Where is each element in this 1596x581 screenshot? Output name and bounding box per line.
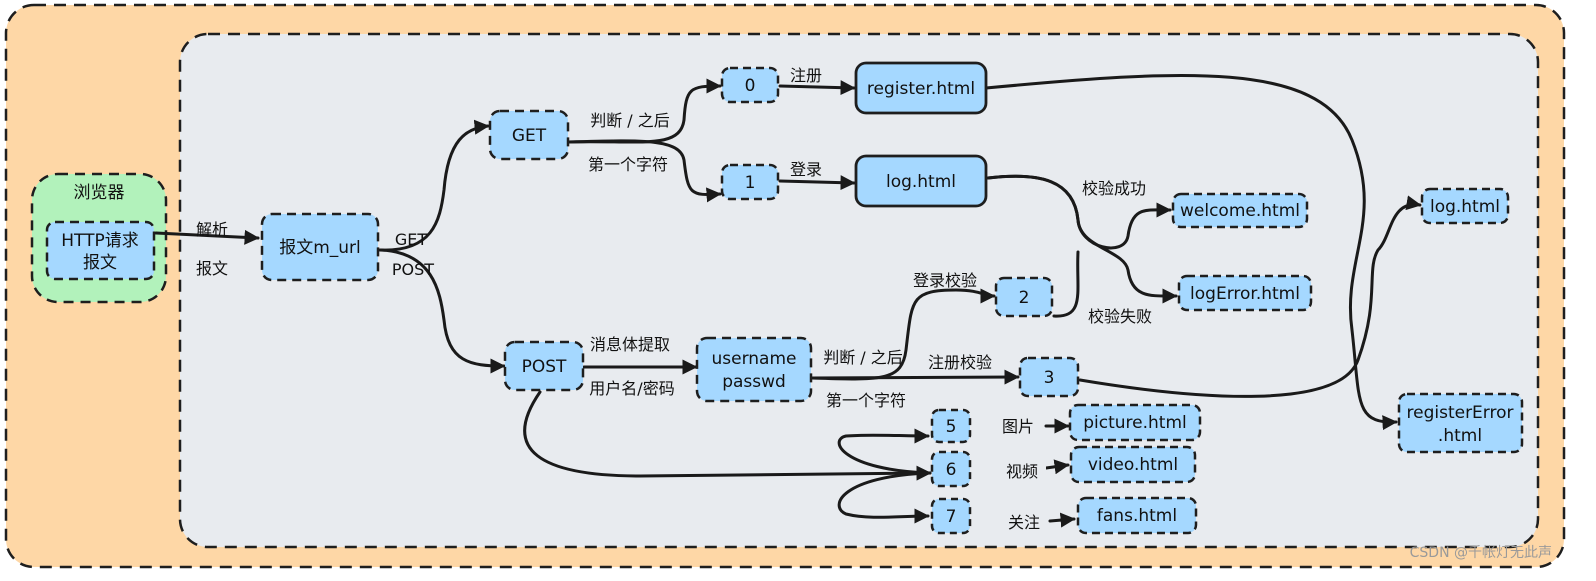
svg-text:video.html: video.html bbox=[1088, 455, 1178, 475]
svg-text:6: 6 bbox=[946, 460, 957, 480]
label-login: 登录 bbox=[790, 160, 822, 179]
node-log-html-right: log.html bbox=[1420, 187, 1510, 225]
label-picture-bg bbox=[992, 414, 1044, 438]
node-7: 7 bbox=[930, 497, 972, 535]
label-user-pwd: 用户名/密码 bbox=[589, 379, 674, 398]
edge-username-to-3 bbox=[810, 369, 1020, 385]
label-register-verify: 注册校验 bbox=[928, 353, 992, 372]
svg-text:5: 5 bbox=[946, 417, 957, 437]
node-3: 3 bbox=[1018, 356, 1080, 398]
edges bbox=[154, 73, 1422, 528]
register-error-line1: registerError bbox=[1407, 403, 1514, 423]
username-line: username bbox=[712, 349, 797, 369]
label-video-bg bbox=[996, 458, 1046, 482]
node-register-html: register.html bbox=[854, 61, 988, 115]
svg-text:0: 0 bbox=[745, 76, 756, 96]
svg-text:2: 2 bbox=[1019, 288, 1030, 308]
svg-text:log.html: log.html bbox=[886, 172, 956, 192]
node-6: 6 bbox=[930, 450, 972, 488]
svg-text:fans.html: fans.html bbox=[1097, 506, 1177, 526]
label-login-verify: 登录校验 bbox=[913, 271, 977, 290]
edge-log-to-logerror bbox=[986, 174, 1178, 304]
label-extract-body: 消息体提取 bbox=[590, 335, 670, 354]
label-follow: 关注 bbox=[1008, 513, 1040, 532]
svg-text:register.html: register.html bbox=[867, 79, 975, 99]
label-parse-2: 报文 bbox=[196, 259, 228, 278]
label-follow-bg bbox=[998, 510, 1048, 534]
edge-murl-to-get bbox=[378, 119, 490, 252]
edge-7-to-fans bbox=[1048, 512, 1076, 528]
svg-text:3: 3 bbox=[1044, 368, 1055, 388]
node-fans-html: fans.html bbox=[1076, 496, 1198, 535]
passwd-line: passwd bbox=[722, 372, 786, 392]
svg-text:POST: POST bbox=[522, 357, 567, 377]
edge-6-to-5 bbox=[837, 428, 932, 475]
svg-text:1: 1 bbox=[745, 173, 756, 193]
edge-2-to-log bbox=[1052, 250, 1080, 318]
label-register: 注册 bbox=[790, 66, 822, 85]
svg-text:7: 7 bbox=[946, 507, 957, 527]
node-5: 5 bbox=[930, 408, 972, 444]
svg-text:报文m_url: 报文m_url bbox=[279, 238, 361, 258]
svg-text:welcome.html: welcome.html bbox=[1180, 201, 1300, 221]
edge-3-to-log-right bbox=[1078, 195, 1422, 398]
label-verify-fail: 校验失败 bbox=[1088, 307, 1152, 326]
node-register-error-html: registerError .html bbox=[1397, 392, 1524, 454]
browser-title: 浏览器 bbox=[74, 183, 125, 203]
svg-text:log.html: log.html bbox=[1430, 197, 1500, 217]
node-video-html: video.html bbox=[1069, 445, 1197, 484]
node-get: GET bbox=[488, 109, 570, 161]
edge-6-to-video bbox=[1044, 459, 1070, 475]
edge-get-to-1 bbox=[566, 139, 722, 203]
node-0: 0 bbox=[720, 66, 780, 104]
register-error-line2: .html bbox=[1438, 426, 1482, 446]
edge-murl-to-post bbox=[378, 248, 506, 374]
svg-text:picture.html: picture.html bbox=[1083, 413, 1187, 433]
node-username-passwd: username passwd bbox=[695, 336, 813, 403]
edge-0-to-register bbox=[778, 80, 856, 96]
watermark: CSDN @千帐灯无此声 bbox=[1410, 545, 1552, 561]
http-request-line1: HTTP请求 bbox=[61, 231, 139, 251]
label-parse-1: 解析 bbox=[196, 220, 228, 239]
node-murl: 报文m_url bbox=[260, 212, 380, 282]
label-picture: 图片 bbox=[1002, 417, 1034, 436]
node-logerror-html: logError.html bbox=[1177, 274, 1313, 312]
label-verify-success: 校验成功 bbox=[1082, 179, 1146, 198]
node-welcome-html: welcome.html bbox=[1171, 192, 1309, 229]
label-get: GET bbox=[395, 230, 428, 249]
node-http-request: HTTP请求 报文 bbox=[45, 220, 156, 281]
label-post: POST bbox=[392, 260, 434, 279]
node-1: 1 bbox=[720, 163, 780, 201]
label-judge-post-2: 第一个字符 bbox=[826, 391, 906, 410]
edge-post-to-6 bbox=[523, 390, 932, 481]
edge-6-to-7 bbox=[837, 471, 932, 524]
label-judge-post-1: 判断 / 之后 bbox=[823, 348, 903, 367]
edge-1-to-log bbox=[778, 175, 856, 191]
node-picture-html: picture.html bbox=[1068, 403, 1202, 442]
http-request-line2: 报文 bbox=[83, 253, 117, 273]
edge-register-to-registererror bbox=[984, 73, 1398, 431]
label-video: 视频 bbox=[1006, 462, 1038, 481]
label-judge-get-2: 第一个字符 bbox=[588, 155, 668, 174]
node-post: POST bbox=[503, 340, 585, 392]
svg-text:GET: GET bbox=[512, 126, 547, 146]
label-judge-get-1: 判断 / 之后 bbox=[590, 111, 670, 130]
svg-text:logError.html: logError.html bbox=[1190, 284, 1300, 304]
node-log-html-mid: log.html bbox=[854, 154, 988, 208]
edge-labels: 解析 报文 GET POST 判断 / 之后 第一个字符 注册 登录 校验成功 … bbox=[196, 66, 1152, 534]
edge-http-to-murl bbox=[154, 229, 260, 245]
node-2: 2 bbox=[994, 276, 1054, 318]
